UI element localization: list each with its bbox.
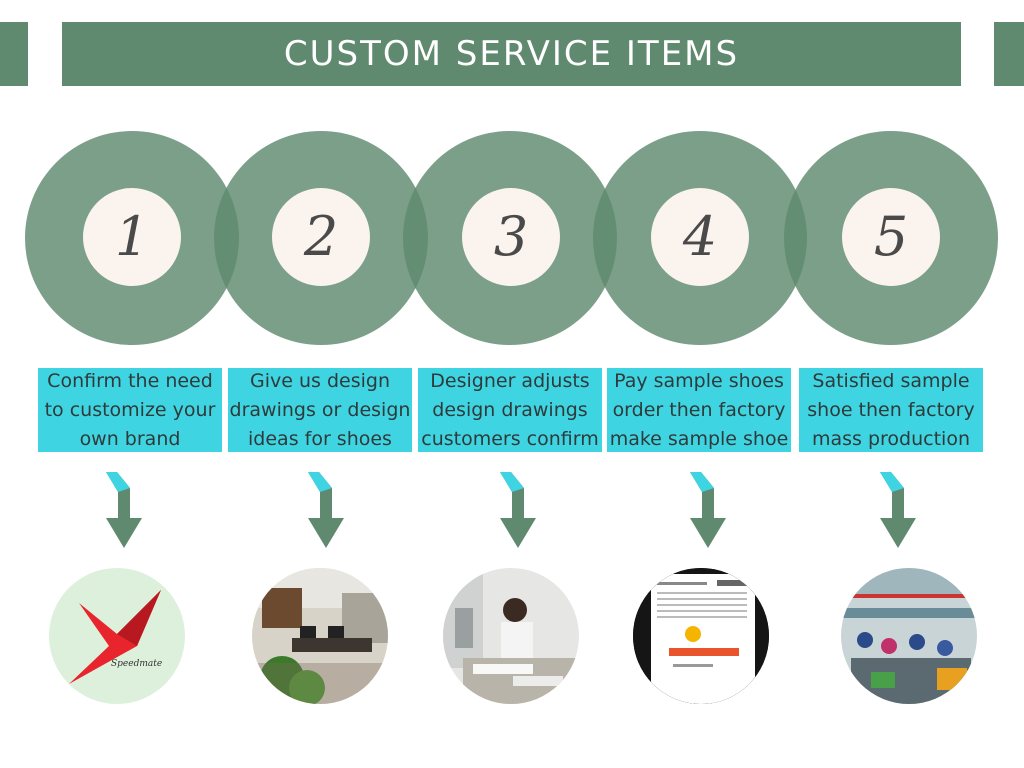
step-5-number-disc: 5	[842, 188, 940, 286]
header-band-right	[994, 22, 1024, 86]
step-2-number-disc: 2	[272, 188, 370, 286]
step-1-number: 1	[114, 205, 150, 268]
down-arrow-icon	[690, 472, 726, 548]
step-5-number: 5	[873, 205, 909, 268]
brand-logo-icon: Speedmate	[69, 590, 162, 684]
step-1-description: Confirm the need to customize your own b…	[44, 369, 216, 450]
step-1-description-box: Confirm the need to customize your own b…	[38, 368, 222, 452]
down-arrow-icon	[106, 472, 142, 548]
page-title-banner: CUSTOM SERVICE ITEMS	[62, 22, 961, 86]
brand-logo-photo: Speedmate	[49, 568, 185, 704]
report-document-photo	[633, 568, 769, 704]
step-2-description: Give us design drawings or design ideas …	[229, 369, 411, 450]
step-1-number-disc: 1	[83, 188, 181, 286]
down-arrow-icon	[500, 472, 536, 548]
step-4-number-disc: 4	[651, 188, 749, 286]
down-arrow-icon	[308, 472, 344, 548]
step-4-description: Pay sample shoes order then factory make…	[609, 369, 789, 450]
page-title: CUSTOM SERVICE ITEMS	[283, 34, 740, 74]
step-3-description: Designer adjusts design drawings custome…	[421, 369, 599, 450]
header-band-left	[0, 22, 28, 86]
step-3-number: 3	[493, 205, 529, 268]
factory-photo	[841, 568, 977, 704]
down-arrow-icon	[880, 472, 916, 548]
designer-photo	[443, 568, 579, 704]
step-3-description-box: Designer adjusts design drawings custome…	[418, 368, 602, 452]
step-3-number-disc: 3	[462, 188, 560, 286]
office-photo	[252, 568, 388, 704]
step-4-description-box: Pay sample shoes order then factory make…	[607, 368, 791, 452]
step-2-number: 2	[303, 205, 339, 268]
brand-logo-text: Speedmate	[111, 659, 162, 669]
step-5-description: Satisfied sample shoe then factory mass …	[807, 369, 975, 450]
step-5-description-box: Satisfied sample shoe then factory mass …	[799, 368, 983, 452]
step-2-description-box: Give us design drawings or design ideas …	[228, 368, 412, 452]
step-4-number: 4	[682, 205, 718, 268]
